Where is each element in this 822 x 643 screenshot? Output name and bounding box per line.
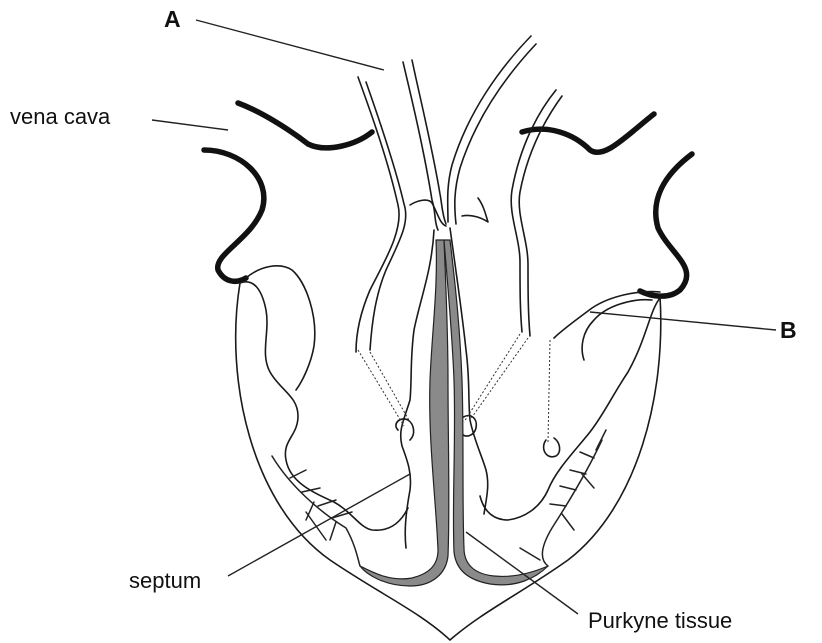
purkyne-tissue-leader [466, 532, 578, 614]
pulmonary-vein-vessel [522, 114, 692, 296]
label-vena-cava: vena cava [10, 104, 111, 129]
label-septum: septum [129, 568, 201, 593]
semilunar-valves [410, 198, 488, 226]
label-a: A [164, 6, 181, 32]
label-a-leader [196, 20, 384, 70]
label-purkyne-tissue: Purkyne tissue [588, 608, 732, 633]
vena-cava-vessel [204, 103, 372, 281]
septum-leader [228, 474, 410, 576]
artery-vessels [356, 36, 562, 352]
vena-cava-leader [152, 120, 228, 130]
label-b: B [780, 317, 797, 343]
label-b-leader [590, 312, 776, 330]
